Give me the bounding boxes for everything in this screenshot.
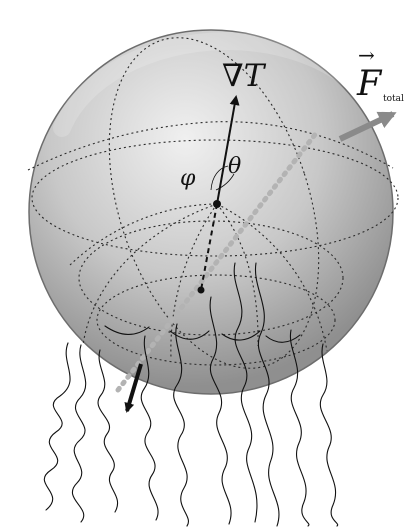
black-arrow-icon	[216, 95, 240, 205]
dotted-orbit-lines	[27, 37, 399, 369]
labels: ∇T F → total φ θ	[180, 43, 404, 191]
force-main-label: F	[356, 64, 383, 104]
force-vector-mark: →	[358, 43, 375, 67]
dashed-center-line	[200, 203, 218, 291]
lower-point	[197, 286, 205, 294]
center-point	[213, 200, 221, 208]
lower-arrow	[124, 363, 143, 413]
springs	[43, 262, 339, 527]
phi-label: φ	[180, 166, 196, 191]
force-subscript-label: total	[383, 94, 404, 104]
central-vectors	[197, 95, 240, 294]
force-direction-line	[115, 111, 397, 393]
gray-arrow-icon	[338, 111, 397, 142]
gradient-t-label: ∇T	[222, 58, 267, 94]
theta-label: θ	[228, 154, 241, 179]
black-arrow-icon	[124, 363, 143, 413]
